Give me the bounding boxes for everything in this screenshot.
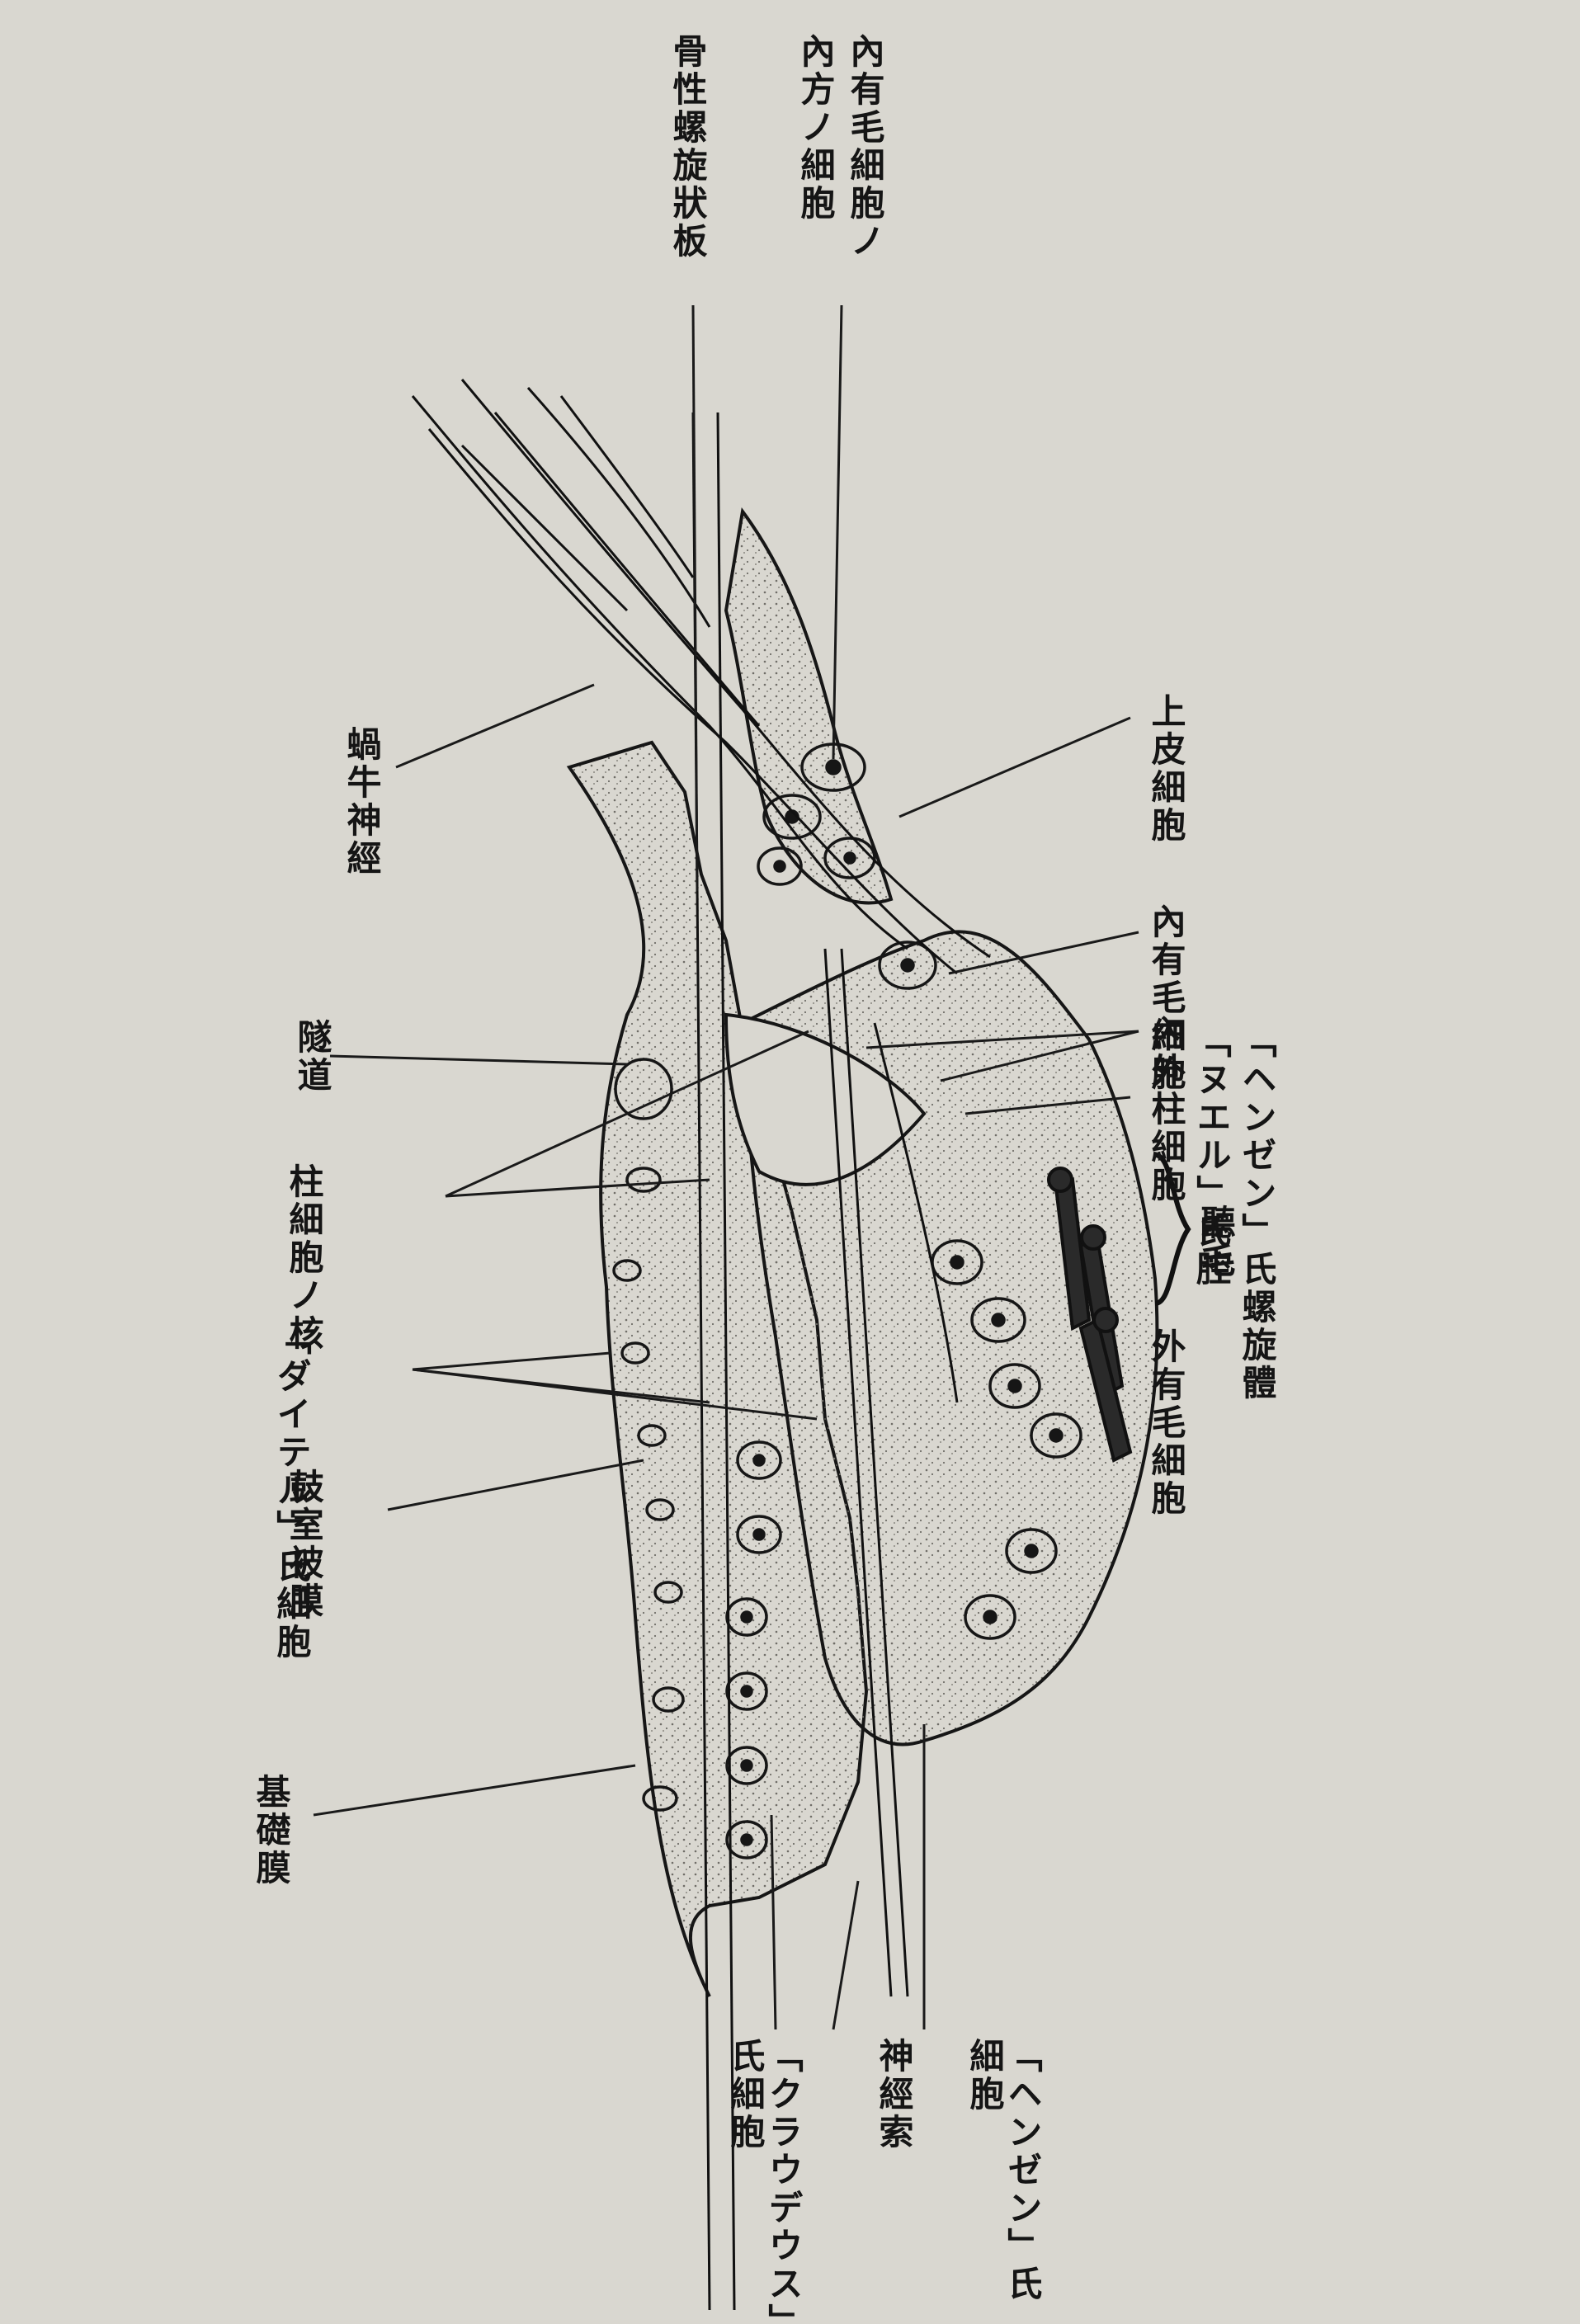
label-claudius-cells: 「クラウデウス」氏細胞 <box>726 2038 802 2324</box>
label-tympanic-membrane: 鼓室被膜 <box>285 1468 323 1620</box>
label-tunnel: 隧道 <box>293 1019 331 1095</box>
label-inner-hair-cell-sup-2: 內方ノ細胞 <box>796 33 834 223</box>
label-outer-hair-cells: 外有毛細胞 <box>1147 1328 1185 1518</box>
label-inner-hair-cell-sup: 內有毛細胞ノ <box>846 33 884 261</box>
label-basilar-membrane: 基礎膜 <box>252 1774 290 1888</box>
label-epithelium: 上皮細胞 <box>1147 693 1185 845</box>
label-nerve-fiber: 神經索 <box>875 2038 913 2152</box>
label-hensen-cells: 「ヘンゼン」氏細胞 <box>965 2038 1041 2324</box>
label-pillar-cells: 內外柱細胞 <box>1147 1015 1185 1204</box>
label-hair: 聽毛 <box>1196 1204 1234 1280</box>
label-osseous-spiral-lamina: 骨性螺旋狀板 <box>668 33 706 261</box>
label-cochlear-nerve: 蝸牛神經 <box>342 726 380 878</box>
label-hensen-body: 「ヘンゼン」氏螺旋體 <box>1238 1023 1276 1402</box>
